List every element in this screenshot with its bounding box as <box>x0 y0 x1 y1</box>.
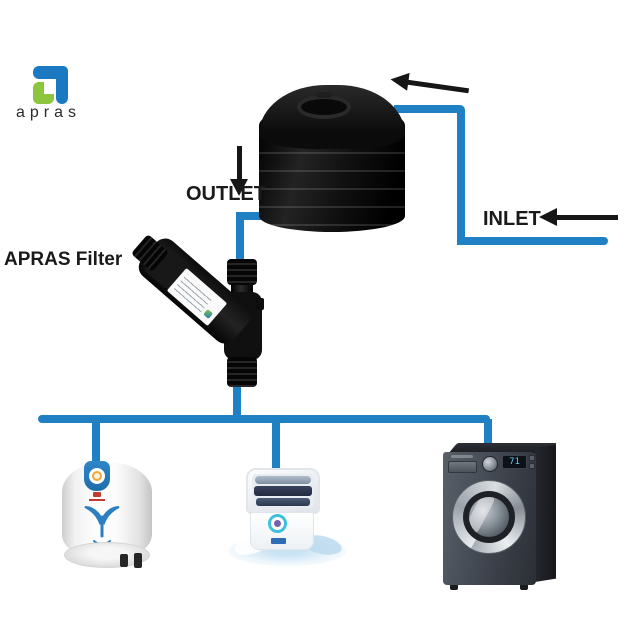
washer-program-knob <box>482 456 498 472</box>
washer-button <box>529 455 535 461</box>
purifier-filter-cartridges <box>252 474 314 508</box>
washer-display: 71 <box>502 455 527 469</box>
purifier-cartridge <box>255 476 311 484</box>
washer-foot <box>450 585 458 590</box>
inlet-arrow-left-icon <box>539 208 618 226</box>
pipe-distribution-manifold <box>38 415 490 423</box>
pipe-branch-heater <box>92 421 100 465</box>
logo-green-shape <box>33 94 54 104</box>
purifier-label-tag <box>271 538 286 544</box>
heater-pipe-connector <box>134 553 142 568</box>
pipe-outlet-drop <box>236 212 244 264</box>
apras-filter-label: APRAS Filter <box>4 249 123 270</box>
pipe-branch-washer <box>484 419 492 447</box>
washer-button <box>529 463 535 469</box>
heater-brand-mark <box>93 492 101 497</box>
logo-green-shape <box>33 82 44 104</box>
filter-outlet-coupling <box>227 357 257 387</box>
purifier-badge-dot <box>274 520 281 527</box>
pipe-filter-outlet <box>233 382 241 420</box>
washer-side-panel <box>535 444 556 582</box>
washer-detergent-drawer <box>448 461 477 473</box>
filter-inlet-coupling <box>227 259 257 285</box>
apras-logo-wordmark: apras <box>16 104 82 121</box>
outlet-arrow-down-icon <box>230 146 248 196</box>
pipe-branch-purifier <box>272 421 280 471</box>
pipe-inlet-to-tank <box>394 105 464 113</box>
tank-lid-handle <box>316 92 332 98</box>
apras-logo-mark-icon <box>33 66 71 106</box>
outlet-label: OUTLET <box>186 183 266 205</box>
heater-brand-underline <box>89 499 105 501</box>
filter-drain-plug <box>256 298 264 310</box>
washer-door-glass <box>469 497 509 537</box>
pipe-inlet-supply <box>457 237 608 245</box>
purifier-cartridge <box>254 486 312 496</box>
pipe-inlet-riser <box>457 105 465 245</box>
inlet-label: INLET <box>483 208 541 230</box>
heater-indicator-dot <box>92 471 102 481</box>
heater-pipe-connector <box>120 554 128 567</box>
logo-blue-shape <box>56 66 68 104</box>
pipe-outlet-from-tank <box>236 212 276 220</box>
washer-brand-mark <box>451 455 473 458</box>
purifier-cartridge <box>256 498 310 506</box>
washer-foot <box>520 585 528 590</box>
